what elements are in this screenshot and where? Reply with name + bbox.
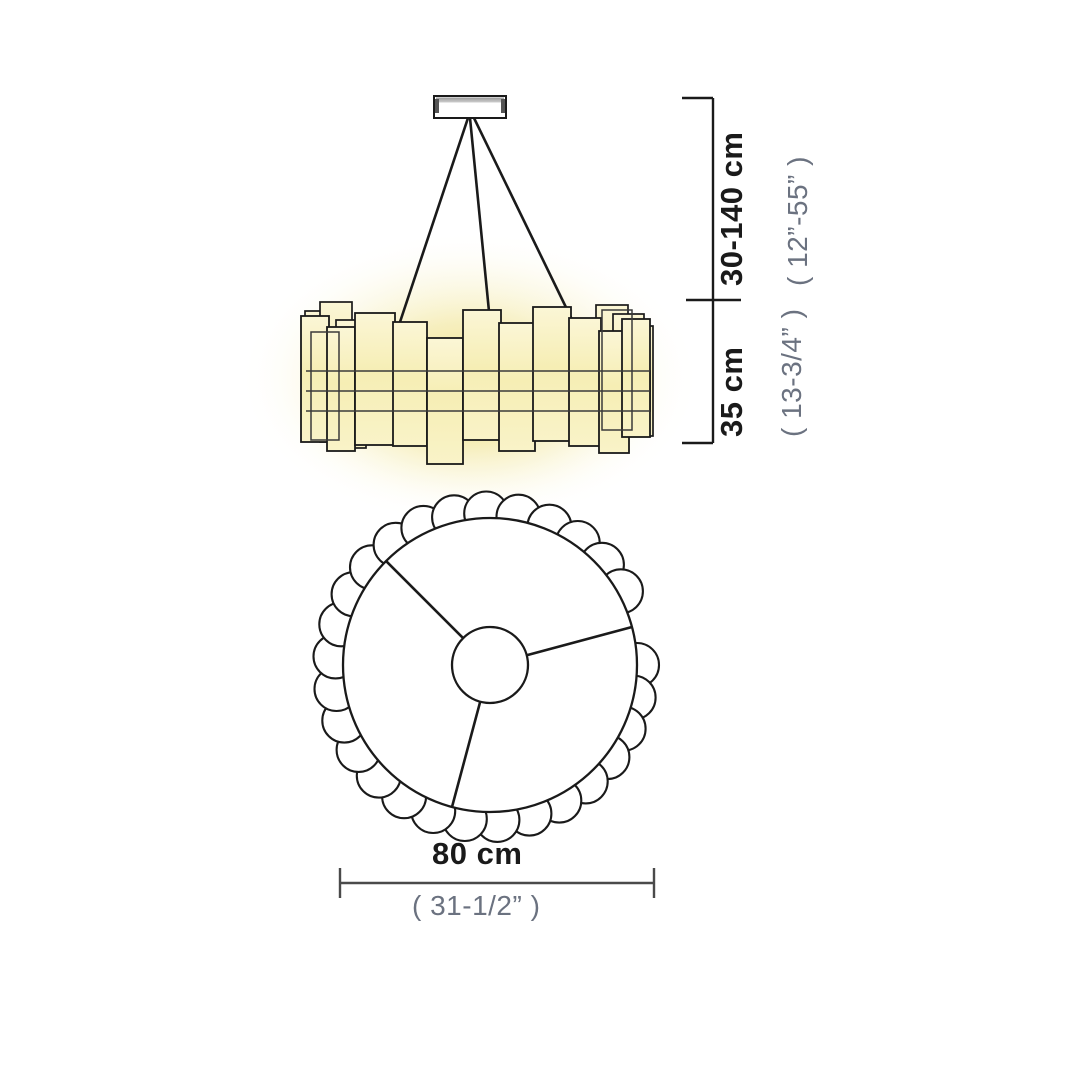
plan-center-hub (450, 625, 530, 705)
diameter-dimension-inch-label: ( 31-1/2” ) (412, 890, 541, 921)
drop-dimension-inch-label: ( 12”-55” ) (782, 156, 813, 286)
plan-spoke-bottom (450, 701, 482, 808)
suspension-cables (398, 117, 579, 343)
plan-spokes (385, 560, 633, 808)
cable-right (472, 117, 579, 331)
top-plan-view (312, 490, 661, 843)
side-elevation-view (300, 95, 654, 465)
cable-center (468, 117, 494, 343)
body-height-dimension-cm-label: 35 cm (714, 346, 749, 437)
body-height-dimension-inch-label: ( 13-3/4” ) (776, 308, 807, 437)
spoke-upper-left (385, 560, 465, 640)
diameter-dimension-cm-label: 80 cm (432, 836, 523, 871)
bar-outline-accents (306, 309, 650, 441)
horizontal-dimension-line (338, 868, 656, 898)
cable-left (398, 117, 470, 323)
drop-dimension-cm-label: 30-140 cm (714, 131, 749, 286)
ceiling-canopy (433, 95, 507, 119)
vertical-dimension-line (682, 96, 741, 445)
glass-bars-front (300, 306, 651, 465)
spoke-right (526, 625, 633, 657)
